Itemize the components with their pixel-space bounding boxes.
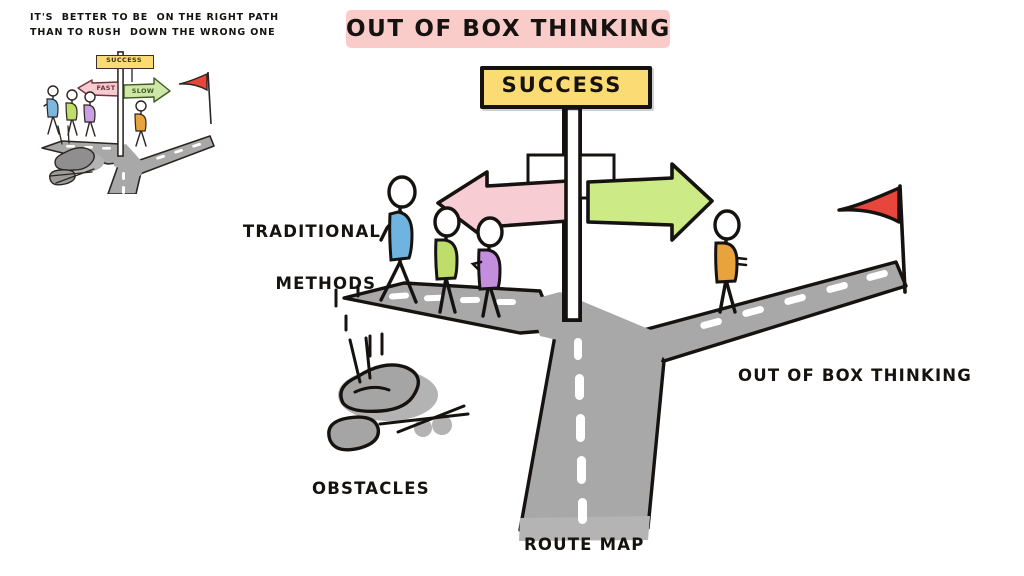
flag-pole: [898, 184, 907, 294]
inset-person-purple: [83, 91, 96, 137]
person-walker-blue: [379, 175, 418, 304]
caption-text: IT'S BETTER TO BE ON THE RIGHT PATH THAN…: [30, 12, 279, 38]
person-standing-green: [433, 206, 461, 314]
person-walker-orange: [713, 209, 748, 314]
inset-person-orange: [134, 100, 147, 147]
road-right-branch: [638, 260, 908, 363]
label-traditional-methods: TRADITIONAL METHODS: [232, 219, 392, 297]
inset-success-label: SUCCESS: [106, 56, 142, 64]
inset-illustration: [41, 51, 215, 194]
signpost: [436, 106, 714, 322]
success-sign-board: [480, 66, 652, 109]
inset-road-right: [133, 135, 215, 175]
label-traditional-methods-line1: TRADITIONAL: [242, 222, 382, 241]
pebble-b: [432, 415, 452, 435]
inset-flag: [178, 71, 212, 125]
title-highlight-band: [346, 10, 670, 48]
inset-fast-label: FAST: [96, 84, 116, 92]
people-group-left: [379, 175, 504, 318]
inset-person-blue: [43, 85, 60, 135]
flag-banner: [837, 186, 901, 224]
ground-marks: [334, 284, 384, 358]
inset-slow-label: SLOW: [131, 87, 155, 95]
road-trunk: [518, 328, 666, 532]
label-traditional-methods-line2: METHODS: [275, 274, 377, 293]
label-out-of-box-thinking: OUT OF BOX THINKING: [738, 366, 973, 385]
inset-arrow-slow: [123, 77, 171, 103]
rock-small: [327, 415, 381, 452]
road-trunk-base-shadow: [519, 516, 650, 541]
inset-road-markings: [66, 142, 201, 194]
road-markings: [389, 270, 888, 524]
inset-obstacles: [49, 125, 104, 186]
page-title: OUT OF BOX THINKING: [346, 16, 671, 42]
label-obstacles: OBSTACLES: [312, 479, 430, 498]
success-sign-label: SUCCESS: [501, 73, 623, 97]
flag-goal: [837, 184, 907, 294]
twigs: [348, 336, 470, 434]
arrow-right-outofbox: [586, 162, 714, 242]
signpost-pole-front: [564, 106, 582, 322]
inset-success-sign: [96, 55, 154, 69]
obstacles-rocks: [327, 284, 470, 452]
person-standing-purple: [470, 216, 504, 318]
road-network: [342, 260, 908, 541]
label-route-map: ROUTE MAP: [524, 535, 645, 554]
